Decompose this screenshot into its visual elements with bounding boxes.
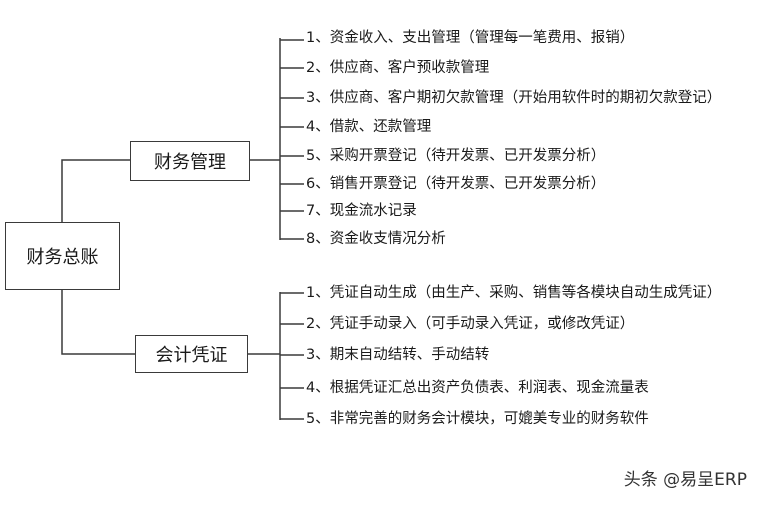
list-item: 3、期末自动结转、手动结转 — [306, 347, 490, 363]
branch-node-2-label: 会计凭证 — [155, 345, 228, 366]
root-connector — [61, 159, 135, 355]
watermark: 头条 @易呈ERP — [623, 470, 747, 490]
branch-2-ticks — [280, 292, 304, 420]
list-item: 4、借款、还款管理 — [306, 119, 432, 135]
branch-node-2: 会计凭证 — [135, 335, 248, 373]
list-item: 3、供应商、客户期初欠款管理（开始用软件时的期初欠款登记） — [306, 90, 722, 106]
list-item: 4、根据凭证汇总出资产负债表、利润表、现金流量表 — [306, 380, 649, 396]
branch-1-ticks — [280, 39, 304, 240]
branch-node-1: 财务管理 — [130, 141, 250, 181]
list-item: 1、凭证自动生成（由生产、采购、销售等各模块自动生成凭证） — [306, 285, 722, 301]
list-item: 7、现金流水记录 — [306, 203, 417, 219]
list-item: 5、采购开票登记（待开发票、已开发票分析） — [306, 148, 606, 164]
list-item: 1、资金收入、支出管理（管理每一笔费用、报销） — [306, 30, 635, 46]
root-node-label: 财务总账 — [26, 247, 99, 268]
list-item: 2、凭证手动录入（可手动录入凭证，或修改凭证） — [306, 316, 635, 332]
list-item: 5、非常完善的财务会计模块，可媲美专业的财务软件 — [306, 411, 649, 427]
branch-node-1-label: 财务管理 — [154, 152, 226, 173]
list-item: 2、供应商、客户预收款管理 — [306, 60, 490, 76]
root-node: 财务总账 — [5, 222, 120, 290]
list-item: 8、资金收支情况分析 — [306, 231, 446, 247]
list-item: 6、销售开票登记（待开发票、已开发票分析） — [306, 176, 606, 192]
